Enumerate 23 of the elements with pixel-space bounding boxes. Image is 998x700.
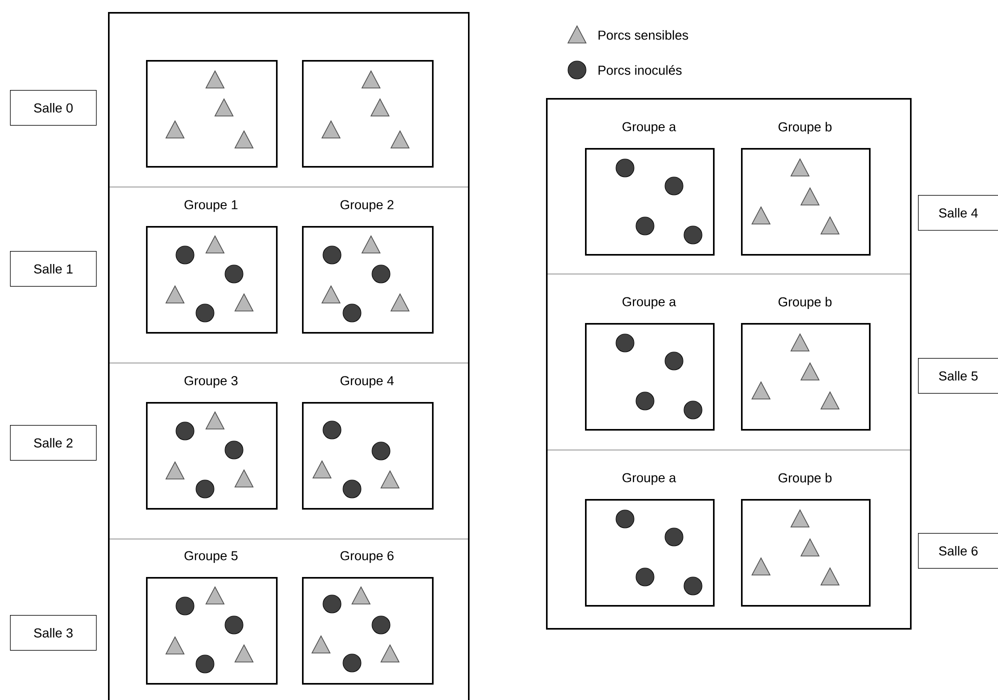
room-label: Salle 6: [918, 533, 998, 569]
group-heading: Groupe 3: [184, 376, 238, 388]
room-label: Salle 0: [10, 90, 97, 126]
group-heading: Groupe 1: [184, 200, 238, 212]
group-heading: Groupe a: [622, 122, 676, 134]
group-heading: Groupe a: [622, 297, 676, 309]
building-outline: [108, 12, 470, 700]
group-heading: Groupe 5: [184, 551, 238, 563]
legend-text: Porcs sensibles: [598, 30, 688, 40]
room-label: Salle 1: [10, 251, 97, 287]
group-heading: Groupe a: [622, 473, 676, 485]
group-heading: Groupe b: [778, 472, 832, 486]
legend-text: Porcs inoculés: [598, 65, 682, 75]
room-label: Salle 4: [918, 195, 998, 231]
room-label: Salle 2: [10, 425, 97, 461]
group-heading: Groupe 4: [340, 376, 394, 388]
room-label: Salle 3: [10, 615, 97, 651]
group-heading: Groupe b: [778, 296, 832, 310]
group-heading: Groupe b: [778, 122, 832, 134]
building-outline: [546, 98, 912, 630]
group-heading: Groupe 6: [340, 551, 394, 563]
group-heading: Groupe 2: [340, 200, 394, 212]
room-label: Salle 5: [918, 358, 998, 394]
